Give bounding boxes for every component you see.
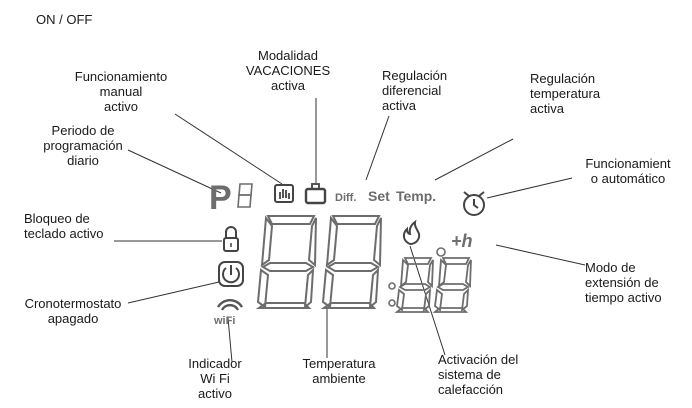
set-indicator: Set bbox=[368, 188, 390, 204]
flame-icon bbox=[402, 219, 421, 246]
leader-temperatura bbox=[434, 138, 514, 181]
suitcase-icon bbox=[304, 183, 327, 205]
manual-hand-icon bbox=[274, 184, 294, 203]
leader-manual bbox=[174, 113, 283, 185]
manual-mode-label: Funcionamiento manual activo bbox=[74, 69, 168, 114]
differential-regulation-label: Regulación diferencial activa bbox=[382, 68, 448, 113]
program-number-digit bbox=[237, 183, 253, 208]
wifi-indicator-label: Indicador Wi Fi activo bbox=[188, 356, 242, 401]
leader-calefaccion bbox=[409, 245, 446, 356]
keyboard-lock-label: Bloqueo de teclado activo bbox=[24, 211, 104, 241]
room-temperature-label: Temperatura ambiente bbox=[302, 356, 376, 386]
heating-activation-label: Activación del sistema de calefacción bbox=[438, 352, 519, 397]
wifi-text: wiFi bbox=[213, 315, 235, 327]
program-letter-p: P bbox=[209, 179, 232, 217]
leader-lines bbox=[114, 98, 586, 363]
room-temperature-digits bbox=[255, 215, 382, 310]
diff-indicator: Diff. bbox=[335, 192, 356, 204]
separator-dot-bottom bbox=[388, 299, 396, 307]
leader-periodo bbox=[127, 149, 222, 194]
time-extension-label: Modo de extensión de tiempo activo bbox=[585, 260, 662, 305]
leader-diferencial bbox=[365, 115, 390, 181]
temperature-regulation-label: Regulación temperatura activa bbox=[530, 71, 601, 116]
leader-wifi bbox=[227, 317, 233, 363]
lock-icon bbox=[223, 226, 239, 252]
thermostat-off-label: Cronotermostato apagado bbox=[24, 296, 122, 326]
leader-extension bbox=[495, 244, 586, 266]
power-icon bbox=[218, 261, 244, 287]
vacation-mode-label: Modalidad VACACIONES activa bbox=[245, 48, 331, 93]
wifi-icon bbox=[216, 299, 244, 311]
leader-apagado bbox=[127, 281, 220, 304]
leader-automatico bbox=[486, 177, 573, 199]
degree-symbol bbox=[436, 247, 446, 257]
separator-dot-top bbox=[388, 282, 396, 290]
on-off-label: ON / OFF bbox=[36, 12, 93, 27]
temp-indicator: Temp. bbox=[396, 188, 436, 204]
daily-program-period-label: Periodo de programación diario bbox=[43, 123, 123, 168]
small-digits bbox=[394, 257, 472, 313]
time-extension-symbol: +h bbox=[451, 231, 473, 251]
alarm-clock-icon bbox=[463, 191, 485, 216]
automatic-mode-label: Funcionamient o automático bbox=[585, 156, 671, 186]
